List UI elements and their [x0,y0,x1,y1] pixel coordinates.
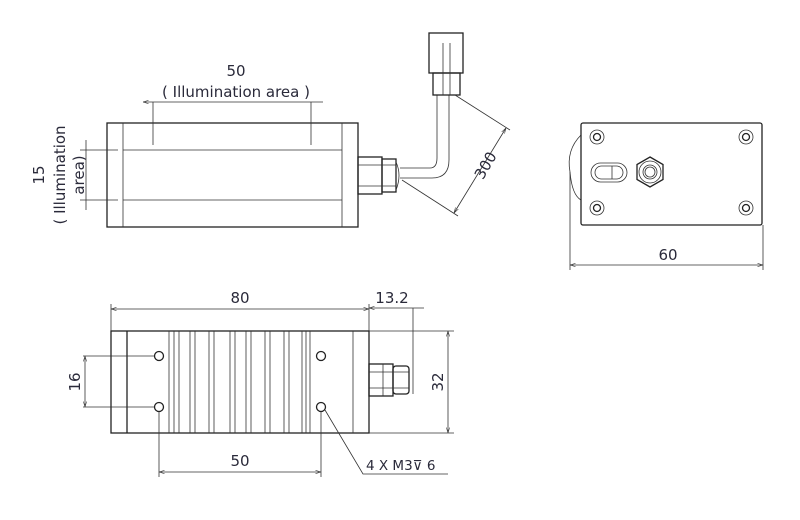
dim-line-cable-length [454,128,506,213]
cable [400,95,438,169]
side-view: 60 [568,122,764,270]
bottom-view: 80 13.2 32 16 50 4 X M3⊽ 6 [66,289,454,477]
heat-sink-fins [173,331,307,433]
mount-hole [153,350,327,413]
dim-height: 32 [429,372,447,391]
top-view: 50 ( Illumination area ) 15 ( Illuminati… [30,32,511,228]
light-body-bottom [110,330,370,434]
light-body-top [106,122,359,228]
dim-hole-vertical: 16 [66,372,84,391]
dim-cable-length: 300 [471,149,501,183]
dim-length: 80 [230,289,249,307]
dim-illumination-width: 50 [226,62,245,80]
gland-bulge [568,134,582,201]
illumination-width-label: ( Illumination area ) [162,83,310,101]
dim-width: 60 [658,246,677,264]
dim-illumination-height: 15 [30,165,48,184]
cable-gland-bottom [368,363,410,397]
dim-gland: 13.2 [375,289,408,307]
cable-gland-top [357,156,400,195]
hole-callout-leader [324,409,448,475]
hex-nut [636,156,664,188]
mount-hole [589,129,754,216]
end-plate [580,122,763,226]
hole-callout: 4 X M3⊽ 6 [366,458,435,474]
connector [428,32,464,96]
switch-slot [590,162,628,183]
illumination-height-label-2: area) [70,155,88,194]
dim-hole-horizontal: 50 [230,452,249,470]
illumination-height-label-1: ( Illumination [51,125,69,224]
